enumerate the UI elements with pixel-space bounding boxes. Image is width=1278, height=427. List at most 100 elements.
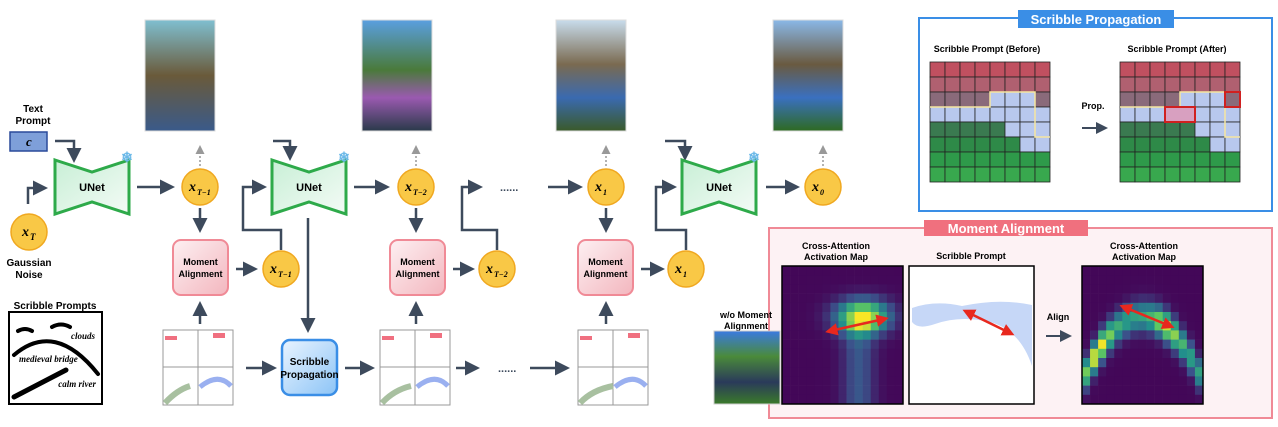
heatmap-cell [894,394,904,405]
heatmap-cell [1170,266,1180,276]
heatmap-cell [1154,266,1163,276]
heatmap-cell [878,367,888,377]
heatmap-cell [1178,302,1188,313]
heatmap-cell [862,376,872,386]
heatmap-cell [1098,302,1107,313]
heatmap-cell [806,358,815,368]
heatmap-cell [1138,275,1147,285]
grid-cell [959,151,976,168]
grid-cell [1224,136,1241,153]
grid-cell [1119,151,1136,168]
heatmap-cell [782,312,791,322]
heatmap-cell [782,284,791,294]
grid-cell [1119,106,1136,123]
heatmap-cell [1186,321,1196,331]
svg-text:T: T [30,232,36,242]
heatmap-cell [886,284,896,294]
latent-bg [587,168,625,206]
heatmap-cell [894,321,904,331]
scribble-river [162,383,191,406]
scribble-clouds-b [628,333,640,338]
latent-bg [478,250,516,288]
heatmap-cell [894,266,904,276]
wo-ma-label: w/o Moment [719,310,772,320]
grid-cell [1224,121,1241,138]
heatmap-cell [806,293,815,304]
heatmap-cell [894,367,904,377]
heatmap-cell [886,358,896,368]
heatmap-cell [1098,330,1107,340]
heatmap-cell [1114,284,1123,294]
grid-cell [974,61,991,78]
grid-cell [959,136,976,153]
ma-map-label-2: Activation Map [804,252,869,262]
grid-cell [929,166,946,183]
grid-cell [1194,166,1211,183]
heatmap-cell [814,312,823,322]
grid-cell [929,136,946,153]
heatmap-cell [1146,385,1155,396]
grid-cell [1034,76,1051,93]
heatmap-cell [1146,339,1155,350]
heatmap-cell [1194,330,1204,340]
heatmap-cell [1082,367,1091,377]
heatmap-cell [886,293,896,304]
heatmap-cell [1122,385,1131,396]
heatmap-cell [782,358,791,368]
heatmap-cell [1194,394,1204,405]
heatmap-cell [1186,302,1196,313]
heatmap-cell [782,394,791,405]
heatmap-cell [1082,321,1091,331]
grid-cell [1119,91,1136,108]
generated-image [361,19,433,132]
heatmap-cell [1194,284,1204,294]
grid-cell [1134,106,1151,123]
heatmap-cell [854,302,863,313]
heatmap-cell [1138,266,1147,276]
heatmap-cell [862,394,872,405]
heatmap-cell [1082,376,1091,386]
ellipsis: ...... [498,363,516,375]
heatmap-cell [1194,367,1204,377]
grid-cell [1179,166,1196,183]
grid-cell [974,76,991,93]
heatmap-cell [878,293,888,304]
grid-cell [1004,136,1021,153]
heatmap-cell [1090,339,1099,350]
grid-cell [1224,61,1241,78]
gaussian-noise-label: Gaussian [6,258,51,269]
grid-cell [1134,121,1151,138]
text-prompt-symbol: c [26,134,32,149]
grid-cell [1019,91,1036,108]
heatmap-cell [1138,293,1147,304]
heatmap-cell [1170,312,1180,322]
heatmap-cell [1186,293,1196,304]
scribble-bridge [613,376,648,389]
heatmap-cell [798,376,807,386]
grid-cell [1149,91,1166,108]
heatmap-cell [1154,376,1163,386]
grid-cell [974,121,991,138]
propagated-cell [1164,106,1196,123]
grid-cell [1119,61,1136,78]
heatmap-cell [1162,348,1172,359]
arrow [241,179,283,250]
heatmap-cell [1130,385,1139,396]
heatmap-cell [1154,348,1163,359]
heatmap-cell [814,330,823,340]
scribble-grid [577,329,649,406]
heatmap-cell [862,348,872,359]
heatmap-cell [830,376,839,386]
heatmap-cell [870,394,880,405]
ma-box [577,239,634,296]
heatmap-cell [1154,394,1163,405]
heatmap-cell [886,302,896,313]
grid-cell [1134,136,1151,153]
unet-block: UNet❄ [53,149,133,217]
heatmap-cell [1130,367,1139,377]
heatmap-cell [1170,302,1180,313]
heatmap-cell [806,339,815,350]
heatmap-cell [798,339,807,350]
heatmap-cell [790,266,799,276]
heatmap-cell [1178,266,1188,276]
